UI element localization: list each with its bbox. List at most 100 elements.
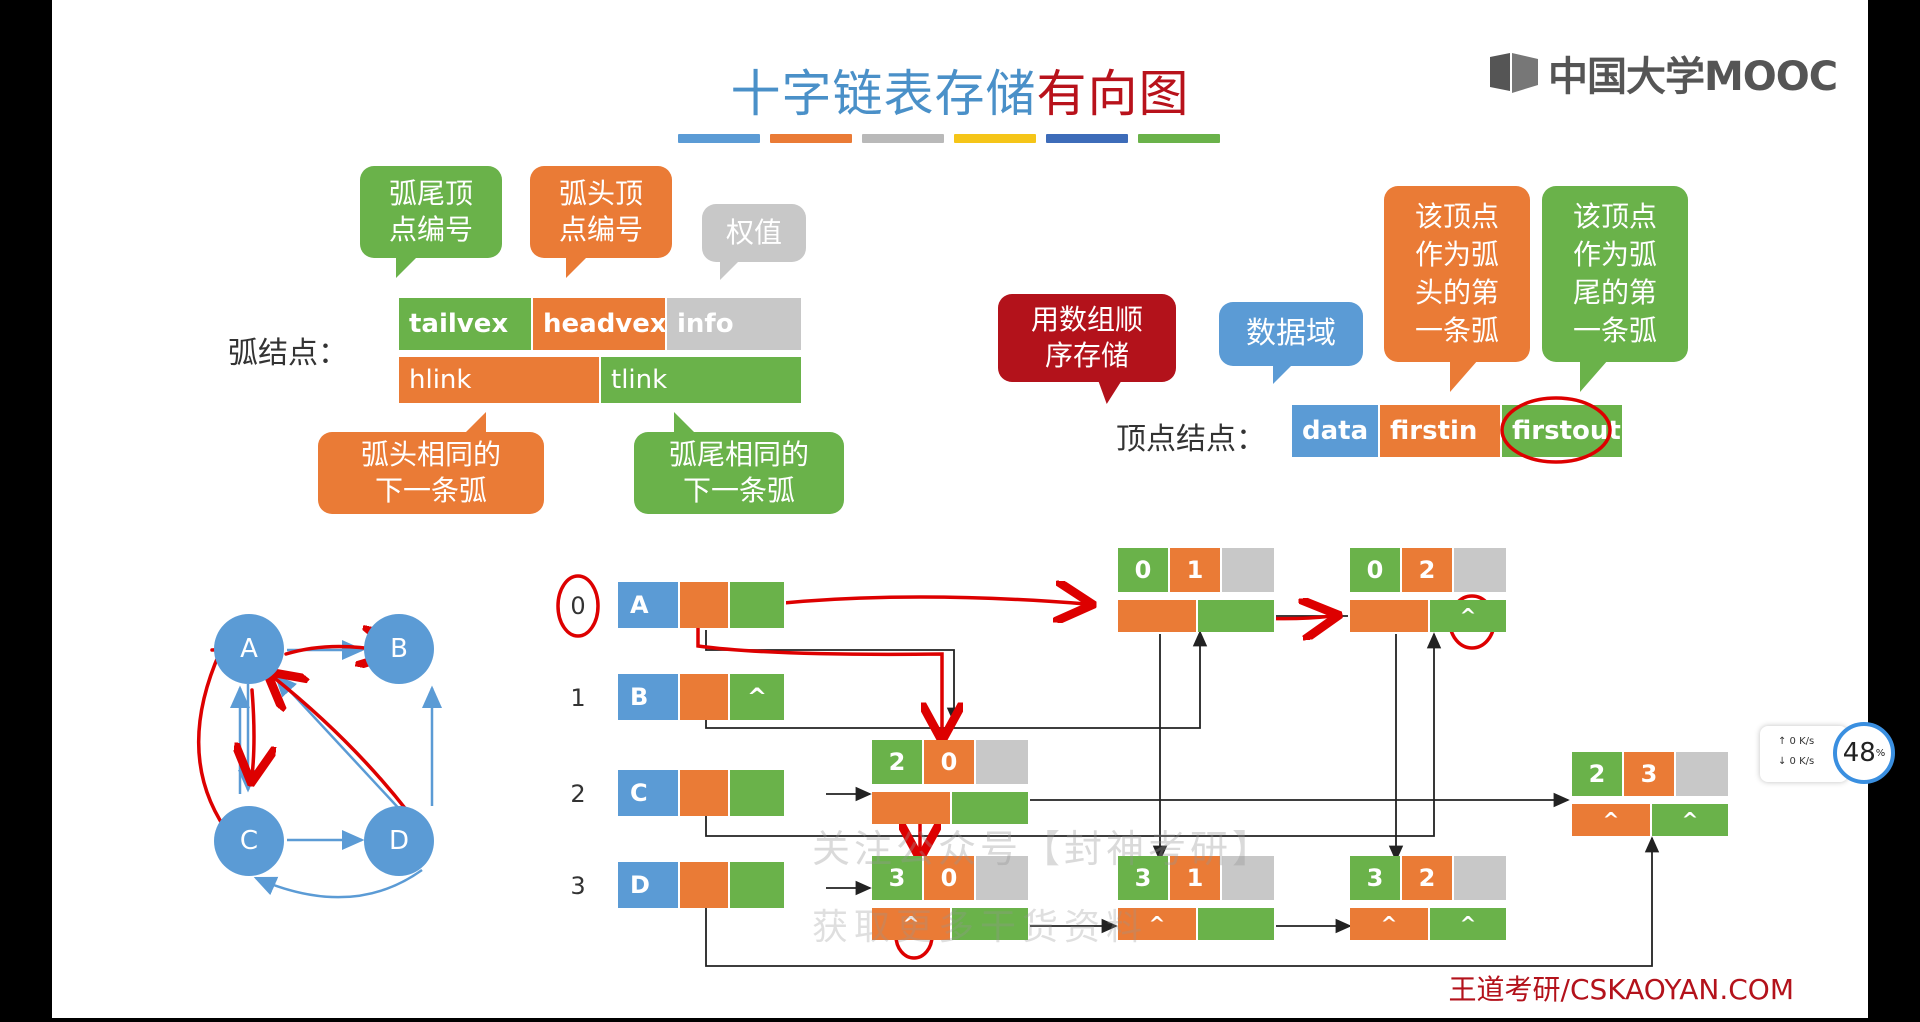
vertex-index-3: 3 (570, 872, 586, 900)
title-bar-4 (1046, 134, 1128, 143)
graph-node-d: D (364, 806, 434, 876)
title-bar-0 (678, 134, 760, 143)
vertex-1-data: B (618, 674, 680, 720)
arc-a20-headvex: 0 (924, 740, 976, 784)
field-tailvex: tailvex (399, 298, 533, 350)
arc-a23-hlink: ^ (1572, 804, 1652, 836)
upload-speed: ↑ 0 K/s (1778, 736, 1815, 747)
vertex-index-2: 2 (570, 780, 586, 808)
graph-node-b: B (364, 614, 434, 684)
arc-a23-info (1676, 752, 1730, 796)
usage-percent-sign: % (1875, 747, 1886, 759)
callout-firstin: 该顶点 作为弧 头的第 一条弧 (1384, 186, 1530, 392)
arc-a32-tailvex: 3 (1350, 856, 1402, 900)
vertex-1-firstin (680, 674, 730, 720)
callout-weight-text: 权值 (725, 216, 782, 249)
vertex-0-firstin (680, 582, 730, 628)
arc-a31-tlink (1198, 908, 1276, 940)
title-bar-2 (862, 134, 944, 143)
mooc-logo-icon (1488, 51, 1540, 95)
field-info: info (667, 298, 801, 350)
callout-data-field-text: 数据域 (1246, 316, 1336, 351)
callout-data-field: 数据域 (1219, 302, 1363, 384)
title-bar-1 (770, 134, 852, 143)
mooc-logo: 中国大学MOOC (1488, 44, 1838, 102)
callout-head-number: 弧头顶 点编号 (530, 166, 672, 278)
slide: 十字链表存储有向图 中国大学MOOC 弧尾顶 点编号 弧头顶 点编号 权值 弧结… (52, 0, 1868, 1018)
vertex-index-1: 1 (570, 684, 586, 712)
arc-a01-headvex: 1 (1170, 548, 1222, 592)
callout-array-storage: 用数组顺 序存储 (998, 294, 1176, 404)
callout-array-storage-text: 用数组顺 序存储 (1030, 303, 1143, 372)
arc-a01-tlink (1198, 600, 1276, 632)
download-speed: ↓ 0 K/s (1778, 756, 1815, 767)
graph-node-a: A (214, 614, 284, 684)
arc-a01-tailvex: 0 (1118, 548, 1170, 592)
arc-a32-headvex: 2 (1402, 856, 1454, 900)
callout-tail-number-text: 弧尾顶 点编号 (388, 177, 473, 246)
vertex-node-label: 顶点结点： (1116, 422, 1266, 457)
arc-a30-hlink: ^ (872, 908, 952, 940)
arc-a20-hlink (872, 792, 952, 824)
callout-firstin-text: 该顶点 作为弧 头的第 一条弧 (1414, 200, 1499, 347)
footer-credit: 王道考研/CSKAOYAN.COM (1448, 973, 1794, 1006)
arc-a23-tailvex: 2 (1572, 752, 1624, 796)
arc-a02-tlink: ^ (1430, 600, 1508, 632)
arc-a20-info (976, 740, 1030, 784)
field-headvex: headvex (533, 298, 667, 350)
arc-a23-tlink: ^ (1652, 804, 1730, 836)
vertex-1-firstout: ^ (730, 674, 786, 720)
arc-a30-tlink (952, 908, 1030, 940)
usage-percent: 48 (1842, 738, 1876, 768)
slide-title: 十字链表存储有向图 (52, 54, 1868, 126)
vertex-index-0: 0 (570, 592, 586, 620)
arc-a02-headvex: 2 (1402, 548, 1454, 592)
arc-a32-hlink: ^ (1350, 908, 1430, 940)
watermark-line1: 关注公众号【封神考研】 (812, 827, 1275, 871)
field-data: data (1292, 405, 1380, 457)
vertex-2-firstin (680, 770, 730, 816)
arc-a01-hlink (1118, 600, 1198, 632)
vertex-2-firstout (730, 770, 786, 816)
usage-gauge[interactable]: 48% (1833, 722, 1895, 784)
arc-a32-info (1454, 856, 1508, 900)
arc-a31-tailvex: 3 (1118, 856, 1170, 900)
arc-a20-tlink (952, 792, 1030, 824)
vertex-3-data: D (618, 862, 680, 908)
callout-firstout-text: 该顶点 作为弧 尾的第 一条弧 (1572, 200, 1657, 347)
title-bar-5 (1138, 134, 1220, 143)
arc-a01-info (1222, 548, 1276, 592)
callout-same-head-text: 弧头相同的 下一条弧 (360, 438, 501, 507)
title-part2: 有向图 (1036, 65, 1190, 123)
field-hlink: hlink (399, 357, 601, 403)
field-tlink: tlink (601, 357, 801, 403)
graph-node-c: C (214, 806, 284, 876)
title-bar-3 (954, 134, 1036, 143)
arc-a02-info (1454, 548, 1508, 592)
arc-a23-headvex: 3 (1624, 752, 1676, 796)
arc-a30-info (976, 856, 1030, 900)
arc-node-label: 弧结点： (228, 336, 348, 371)
arc-a02-tailvex: 0 (1350, 548, 1402, 592)
arc-a31-hlink: ^ (1118, 908, 1198, 940)
arc-a32-tlink: ^ (1430, 908, 1508, 940)
arc-a31-info (1222, 856, 1276, 900)
mooc-logo-text: 中国大学MOOC (1548, 54, 1838, 100)
edge-d-c (253, 868, 423, 899)
vertex-3-firstin (680, 862, 730, 908)
arc-a20-tailvex: 2 (872, 740, 924, 784)
title-part1: 十字链表存储 (730, 65, 1037, 123)
callout-same-head: 弧头相同的 下一条弧 (318, 412, 544, 514)
vertex-0-data: A (618, 582, 680, 628)
arc-a02-hlink (1350, 600, 1430, 632)
callout-head-number-text: 弧头顶 点编号 (558, 177, 643, 246)
callout-same-tail-text: 弧尾相同的 下一条弧 (668, 438, 809, 507)
arc-a30-tailvex: 3 (872, 856, 924, 900)
diagram-lines (196, 396, 1660, 967)
arc-a31-headvex: 1 (1170, 856, 1222, 900)
title-color-bars (678, 134, 1220, 143)
watermark-line2: 获取更多干货资料 (812, 907, 1149, 948)
callout-same-tail: 弧尾相同的 下一条弧 (634, 412, 844, 514)
field-firstin: firstin (1380, 405, 1502, 457)
vertex-0-firstout (730, 582, 786, 628)
